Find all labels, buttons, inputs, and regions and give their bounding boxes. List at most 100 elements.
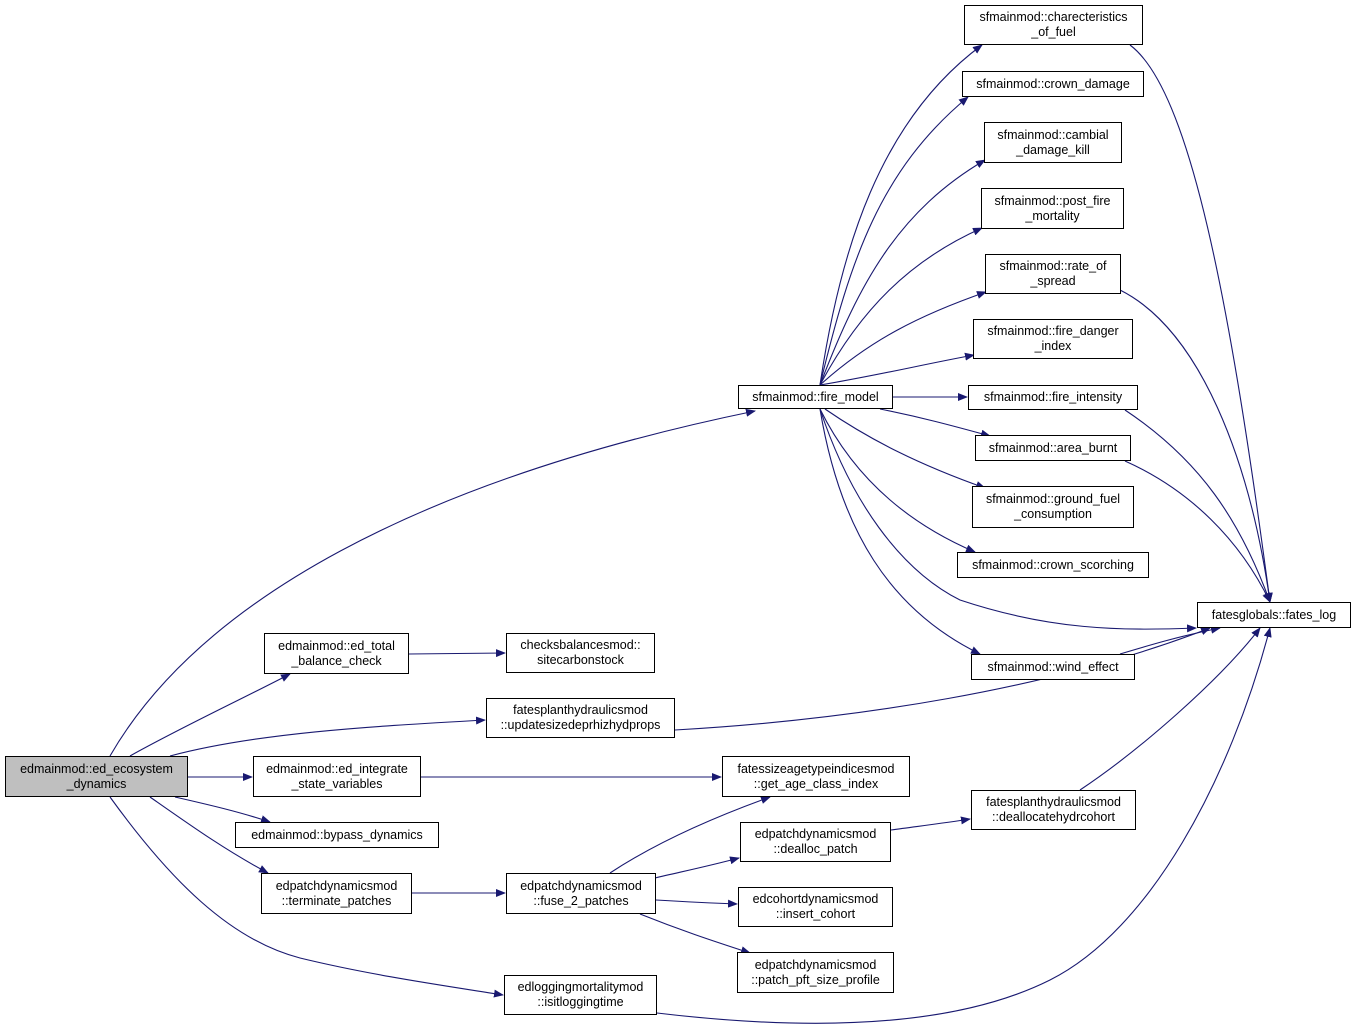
node-updatesizedeprhizhydprops[interactable]: fatesplanthydraulicsmod ::updatesizedepr… [486,698,675,738]
node-label-line1: edpatchdynamicsmod [275,878,398,893]
node-label-line1: checksbalancesmod:: [520,638,641,652]
node-label: edmainmod::bypass_dynamics [251,827,423,842]
edge-ed-total-balance-check-to-sitecarbonstock [408,649,506,658]
node-deallocatehydrcohort[interactable]: fatesplanthydraulicsmod ::deallocatehydr… [971,790,1136,830]
node-label-line1: edmainmod::ed_total [278,638,395,653]
node-label-line1: sfmainmod::post_fire [994,193,1111,208]
edge-isitloggingtime-to-fates-log [656,627,1272,1024]
node-label-line1: sfmainmod::charecteristics [979,10,1128,24]
node-fates-log[interactable]: fatesglobals::fates_log [1197,602,1351,628]
node-fire-danger-index[interactable]: sfmainmod::fire_danger _index [973,319,1133,359]
node-label: sfmainmod::wind_effect [987,659,1119,674]
node-label-line2: ::get_age_class_index [753,776,879,791]
edge-fire-model-to-crown-damage [819,96,969,386]
node-label-line1: sfmainmod::fire_danger [987,324,1119,338]
node-label-line1: sfmainmod::cambial [997,127,1109,142]
node-label-line2: ::patch_pft_size_profile [751,972,880,987]
edge-charecteristics-of-fuel-to-fates-log [1129,44,1273,603]
node-crown-damage[interactable]: sfmainmod::crown_damage [962,71,1144,97]
node-cambial-damage-kill[interactable]: sfmainmod::cambial _damage_kill [984,122,1122,163]
edge-fire-model-to-area-burnt [879,408,991,438]
node-label-line1: edpatchdynamicsmod [754,827,877,841]
node-label-line2: ::fuse_2_patches [533,893,629,908]
node-label-line2: _consumption [1014,507,1092,521]
node-label-line1: fatesplanthydraulicsmod [513,703,648,717]
edge-deallocatehydrcohort-to-fates-log [1079,627,1261,791]
node-label: sfmainmod::area_burnt [988,440,1118,455]
node-ed-ecosystem-dynamics[interactable]: edmainmod::ed_ecosystem _dynamics [5,756,188,797]
node-label: sfmainmod::fire_model [752,389,879,404]
node-area-burnt[interactable]: sfmainmod::area_burnt [975,435,1131,461]
edge-fire-model-to-fates-log [819,408,1197,633]
edge-fire-model-to-rate-of-spread [819,291,987,386]
node-label-line2: _mortality [1025,208,1080,223]
node-insert-cohort[interactable]: edcohortdynamicsmod ::insert_cohort [738,887,893,927]
edge-fire-model-to-crown-scorching [819,408,976,553]
node-label-line1: fatessizeagetypeindicesmod [737,761,895,776]
edge-dealloc-patch-to-deallocatehydrcohort [890,816,971,831]
node-isitloggingtime[interactable]: edloggingmortalitymod ::isitloggingtime [504,975,657,1015]
node-label-line1: fatesplanthydraulicsmod [986,795,1121,809]
node-label-line1: sfmainmod::rate_of [999,259,1107,273]
node-bypass-dynamics[interactable]: edmainmod::bypass_dynamics [235,822,439,848]
node-label: sfmainmod::fire_intensity [983,390,1123,404]
node-label: sfmainmod::crown_damage [976,76,1130,91]
edge-ed-ecosystem-dynamics-to-fire-model [109,408,756,757]
node-ed-total-balance-check[interactable]: edmainmod::ed_total _balance_check [264,633,409,674]
node-fuse-2-patches[interactable]: edpatchdynamicsmod ::fuse_2_patches [506,873,656,914]
node-label-line1: sfmainmod::ground_fuel [985,492,1121,506]
node-label-line2: ::insert_cohort [775,907,856,921]
node-label-line2: _dynamics [66,776,127,791]
node-label-line2: _index [1034,339,1072,353]
node-fire-model[interactable]: sfmainmod::fire_model [738,385,893,409]
edge-fuse-2-patches-to-insert-cohort [655,899,738,908]
edge-ed-ecosystem-dynamics-to-updatesizedeprhizhydprops [169,716,486,757]
edge-fire-model-to-cambial-damage-kill [819,159,986,386]
node-label-line2: _spread [1030,274,1076,288]
node-ground-fuel-consumption[interactable]: sfmainmod::ground_fuel _consumption [972,486,1134,528]
node-dealloc-patch[interactable]: edpatchdynamicsmod ::dealloc_patch [740,822,891,862]
edge-fire-model-to-ground-fuel-consumption [824,408,986,489]
node-charecteristics-of-fuel[interactable]: sfmainmod::charecteristics _of_fuel [964,5,1143,45]
node-label: sfmainmod::crown_scorching [972,557,1134,572]
edge-fuse-2-patches-to-get-age-class-index [609,796,771,874]
node-label-line2: _state_variables [291,776,383,791]
node-label-line2: ::updatesizedeprhizhydprops [500,718,661,732]
edge-area-burnt-to-fates-log [1124,460,1271,603]
edge-rate-of-spread-to-fates-log [1119,289,1273,603]
node-label-line1: edloggingmortalitymod [517,980,644,994]
edge-fire-model-to-wind-effect [819,408,981,655]
node-label-line1: edpatchdynamicsmod [520,878,642,893]
node-label-line1: edcohortdynamicsmod [752,892,879,906]
edge-ed-ecosystem-dynamics-to-isitloggingtime [109,796,504,998]
node-label-line2: _damage_kill [1016,142,1090,157]
edge-fire-model-to-post-fire-mortality [819,227,983,386]
edge-ed-ecosystem-dynamics-to-bypass-dynamics [174,796,271,823]
edge-ed-ecosystem-dynamics-to-terminate-patches [149,796,269,874]
node-label-line2: ::terminate_patches [281,893,392,908]
node-label: fatesglobals::fates_log [1211,607,1337,622]
node-post-fire-mortality[interactable]: sfmainmod::post_fire _mortality [981,188,1124,229]
edge-fire-model-to-charecteristics-of-fuel [819,44,983,386]
node-label-line2: ::dealloc_patch [773,842,858,856]
node-terminate-patches[interactable]: edpatchdynamicsmod ::terminate_patches [261,873,412,914]
node-wind-effect[interactable]: sfmainmod::wind_effect [971,654,1135,680]
node-label-line1: edmainmod::ed_integrate [266,761,408,776]
edge-fire-model-to-fire-danger-index [819,352,975,386]
node-ed-integrate-state-variables[interactable]: edmainmod::ed_integrate _state_variables [253,756,421,797]
edge-fire-intensity-to-fates-log [1124,409,1271,603]
node-label-line2: _of_fuel [1031,25,1076,39]
node-patch-pft-size-profile[interactable]: edpatchdynamicsmod ::patch_pft_size_prof… [737,952,894,993]
edge-updatesizedeprhizhydprops-to-fates-log [674,627,1211,731]
node-sitecarbonstock[interactable]: checksbalancesmod:: sitecarbonstock [506,633,655,673]
node-get-age-class-index[interactable]: fatessizeagetypeindicesmod ::get_age_cla… [722,756,910,797]
node-crown-scorching[interactable]: sfmainmod::crown_scorching [957,552,1149,578]
edge-wind-effect-to-fates-log [1119,625,1221,655]
edge-ed-ecosystem-dynamics-to-ed-total-balance-check [129,673,291,757]
node-label-line2: sitecarbonstock [537,653,624,667]
node-rate-of-spread[interactable]: sfmainmod::rate_of _spread [985,254,1121,294]
node-fire-intensity[interactable]: sfmainmod::fire_intensity [968,385,1138,410]
edge-fuse-2-patches-to-dealloc-patch [654,856,740,879]
node-label-line2: _balance_check [291,653,382,668]
node-label-line1: edpatchdynamicsmod [754,957,877,972]
